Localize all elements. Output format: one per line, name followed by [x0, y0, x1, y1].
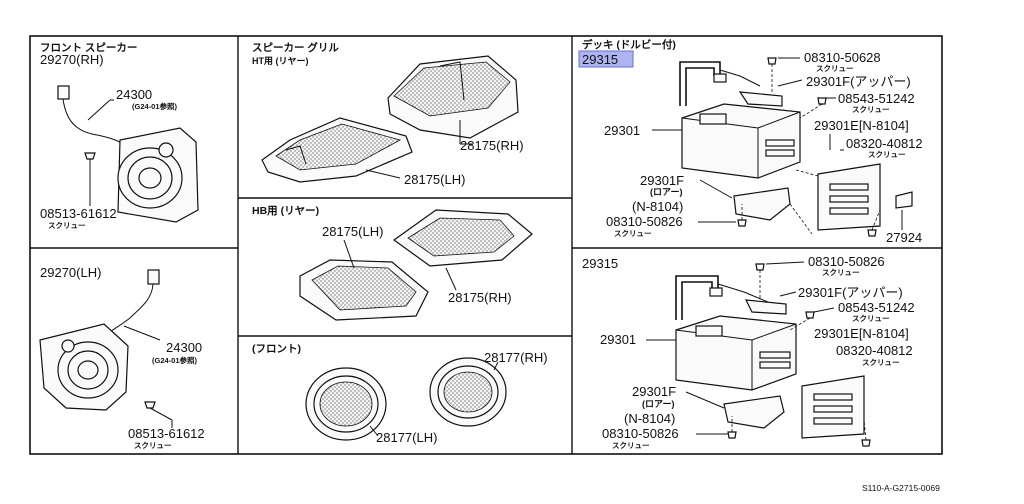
section-front-speaker-lh: 29270(LH) 24300 (G24-01参照) 08513-61612 ス…: [39, 265, 205, 450]
screw-icon: [755, 263, 765, 271]
screw-icon: [727, 431, 737, 439]
screw-icon: [805, 311, 815, 319]
section-title-front-speaker: フロント スピーカー: [40, 42, 137, 54]
part-note-screw: スクリュー: [862, 357, 900, 367]
part-label-29301f-lower[interactable]: 29301F: [632, 384, 676, 399]
part-note-screw: スクリュー: [868, 149, 906, 159]
part-label-29301[interactable]: 29301: [604, 123, 640, 138]
part-note-lower: (ロアー): [650, 187, 682, 197]
part-note-screw: スクリュー: [134, 440, 172, 450]
tweeter-lh: [61, 339, 75, 353]
part-ref-g24: (G24-01参照): [152, 355, 198, 365]
part-code-29315[interactable]: 29315: [582, 256, 618, 271]
part-note-screw: スクリュー: [822, 267, 860, 277]
screw-icon: [144, 401, 156, 409]
figure-reference: S110-A-G2715-0069: [862, 483, 940, 493]
part-label-29301[interactable]: 29301: [600, 332, 636, 347]
screw-icon: [867, 229, 877, 237]
part-note-screw: スクリュー: [852, 104, 890, 114]
part-label-08310-50628[interactable]: 08310-50628: [804, 50, 881, 65]
part-label-29301f-upper[interactable]: 29301F(アッパー): [798, 285, 903, 300]
part-note-screw: スクリュー: [816, 63, 854, 73]
speaker-connector: [147, 269, 160, 285]
screw-icon: [737, 219, 747, 227]
part-label-28177-rh[interactable]: 28177(RH): [484, 350, 548, 365]
tweeter-rh: [158, 142, 174, 158]
part-note-lower: (ロアー): [642, 399, 674, 409]
part-label-28175-lh[interactable]: 28175(LH): [322, 224, 383, 239]
part-label-29301e[interactable]: 29301E[N-8104]: [814, 326, 909, 341]
part-note-n8104: (N-8104): [624, 411, 675, 426]
part-label-08543-51242[interactable]: 08543-51242: [838, 300, 915, 315]
screw-icon: [767, 57, 777, 65]
section-deck-dolby: デッキ (ドルビー付) 29315 08310-50628 ス: [578, 38, 923, 245]
part-note-screw: スクリュー: [612, 440, 650, 450]
section-title-hb-rear: HB用 (リヤー): [252, 205, 319, 217]
part-note-screw: スクリュー: [852, 313, 890, 323]
part-label-28177-lh[interactable]: 28177(LH): [376, 430, 437, 445]
part-label-27924[interactable]: 27924: [886, 230, 922, 245]
part-note-n8104: (N-8104): [632, 199, 683, 214]
part-label-28175-rh[interactable]: 28175(RH): [460, 138, 524, 153]
part-code-29270-lh[interactable]: 29270(LH): [40, 265, 101, 280]
part-code-29315[interactable]: 29315: [582, 52, 618, 67]
part-label-24300[interactable]: 24300: [166, 340, 202, 355]
part-label-08320-40812[interactable]: 08320-40812: [836, 343, 913, 358]
part-label-28175-rh[interactable]: 28175(RH): [448, 290, 512, 305]
part-label-08310-50826[interactable]: 08310-50826: [602, 426, 679, 441]
part-label-08513[interactable]: 08513-61612: [128, 426, 205, 441]
section-front-speaker-rh: フロント スピーカー 29270(RH) 24300 (G24-01参照) 08…: [40, 42, 199, 230]
part-label-08513[interactable]: 08513-61612: [40, 206, 117, 221]
highlight-box: [578, 50, 634, 68]
speaker-connector: [57, 85, 70, 100]
section-deck-standard: 29315 08310-50826 スクリュー 29301F(アッパー) 085…: [582, 254, 915, 450]
part-note-screw: スクリュー: [48, 220, 86, 230]
section-grille-ht: スピーカー グリル HT用 (リヤー) 28175(RH) 28175(LH): [252, 41, 524, 187]
section-title-front: (フロント): [252, 343, 301, 355]
section-grille-front: (フロント) 28177(RH) 28177(LH): [252, 343, 548, 445]
part-note-screw: スクリュー: [614, 228, 652, 238]
screw-icon: [84, 152, 96, 160]
part-label-08543-51242[interactable]: 08543-51242: [838, 91, 915, 106]
section-title-deck-dolby: デッキ (ドルビー付): [582, 38, 676, 51]
diagram-frame: [29, 35, 943, 455]
screw-icon: [817, 97, 827, 105]
part-label-28175-lh[interactable]: 28175(LH): [404, 172, 465, 187]
section-title-speaker-grille: スピーカー グリル: [252, 41, 339, 54]
screw-icon: [861, 439, 871, 447]
knob-27924: [895, 191, 913, 209]
part-label-29301f-upper[interactable]: 29301F(アッパー): [806, 74, 911, 89]
part-label-24300[interactable]: 24300: [116, 87, 152, 102]
part-label-08310-50826[interactable]: 08310-50826: [808, 254, 885, 269]
part-code-29270-rh[interactable]: 29270(RH): [40, 52, 104, 67]
part-label-08320-40812[interactable]: 08320-40812: [846, 136, 923, 151]
part-label-29301f-lower[interactable]: 29301F: [640, 173, 684, 188]
section-subtitle-ht-rear: HT用 (リヤー): [252, 56, 309, 66]
section-grille-hb: HB用 (リヤー) 28175(LH) 28175(RH): [252, 205, 533, 321]
part-label-29301e[interactable]: 29301E[N-8104]: [814, 118, 909, 133]
part-ref-g24: (G24-01参照): [132, 101, 178, 111]
part-label-08310-50826[interactable]: 08310-50826: [606, 214, 683, 229]
